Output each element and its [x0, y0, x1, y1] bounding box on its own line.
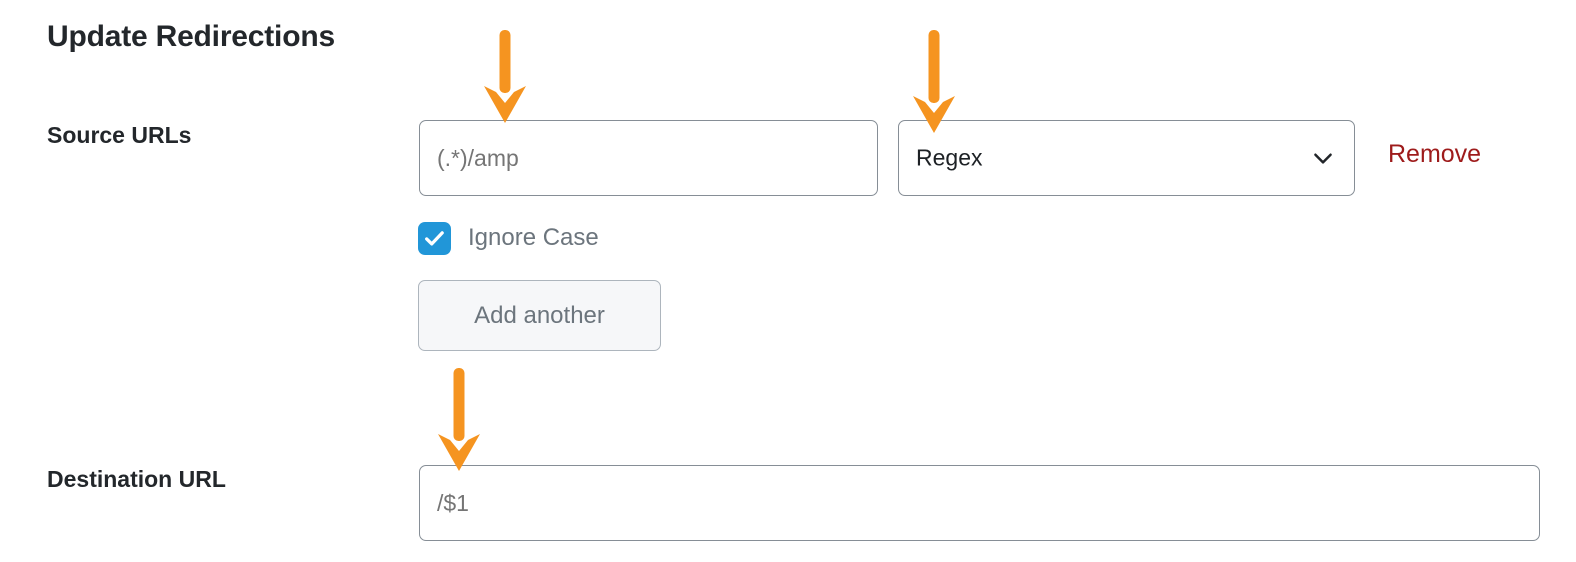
ignore-case-checkbox[interactable]: [418, 221, 451, 255]
arrow-to-destination-url-input: [435, 368, 483, 478]
source-urls-label: Source URLs: [47, 122, 192, 148]
match-type-selected-value: Regex: [916, 144, 983, 171]
add-another-button[interactable]: Add another: [418, 280, 661, 351]
match-type-select[interactable]: Regex: [898, 120, 1355, 196]
page-title: Update Redirections: [47, 20, 335, 53]
check-icon: [425, 230, 444, 246]
arrow-to-source-url-input: [481, 30, 529, 130]
destination-url-input[interactable]: [419, 465, 1540, 541]
ignore-case-row[interactable]: Ignore Case: [418, 221, 599, 255]
remove-source-url-link[interactable]: Remove: [1388, 140, 1482, 168]
source-url-input[interactable]: [419, 120, 878, 196]
chevron-down-icon: [1314, 153, 1332, 164]
ignore-case-label: Ignore Case: [468, 224, 599, 251]
destination-url-label: Destination URL: [47, 466, 226, 492]
